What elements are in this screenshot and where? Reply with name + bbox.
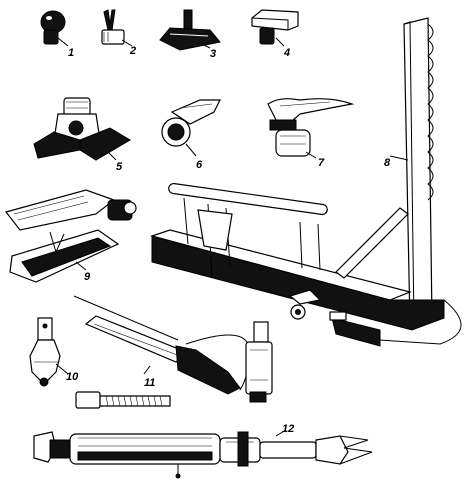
label-part-9: 9: [84, 271, 91, 283]
part-3-flat-base: [159, 9, 221, 51]
label-part-10: 10: [66, 371, 79, 383]
part-5-spreader-base: [33, 97, 131, 161]
label-part-12: 12: [282, 423, 294, 435]
label-part-7: 7: [318, 157, 325, 169]
label-part-11: 11: [144, 377, 155, 389]
label-part-2: 2: [129, 45, 136, 57]
part-7-hook-head: [267, 98, 355, 159]
part-11-hydraulic-cylinder: [73, 295, 273, 403]
label-part-4: 4: [283, 47, 290, 59]
label-part-6: 6: [196, 159, 203, 171]
label-part-8: 8: [384, 157, 391, 169]
part-10-claw-tip: [29, 317, 69, 387]
part-10-threaded-screw: [75, 391, 171, 409]
part-9-pedal-pump: [4, 189, 137, 283]
part-12-extension-bar: [33, 429, 373, 479]
label-part-5: 5: [116, 161, 123, 173]
label-part-1: 1: [68, 47, 74, 59]
label-part-3: 3: [210, 48, 216, 60]
part-4-t-head: [251, 9, 299, 47]
part-6-angled-coupler: [161, 99, 221, 157]
part-2-wedge-tip: [101, 9, 133, 47]
part-8-straightening-frame: [149, 17, 462, 347]
part-1-knob: [40, 10, 69, 47]
